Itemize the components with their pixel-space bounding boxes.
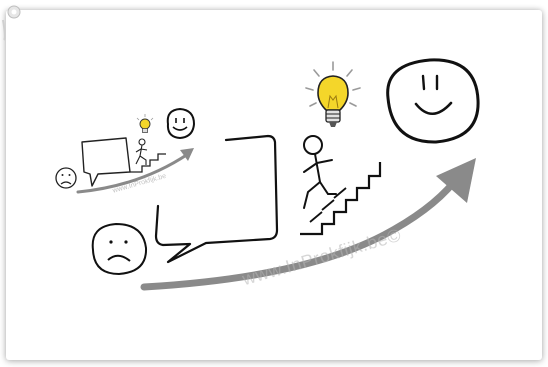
pin-icon <box>3 6 20 40</box>
thumbnail-illustration <box>56 109 194 192</box>
stick-figure-icon <box>304 136 336 208</box>
speech-bubble-icon <box>156 136 277 262</box>
small-speech-bubble-icon <box>82 138 130 186</box>
small-lightbulb-icon <box>137 114 153 133</box>
sad-face-icon <box>93 224 146 274</box>
small-sad-face-icon <box>56 168 76 188</box>
small-happy-face-icon <box>168 109 194 138</box>
happy-face-icon <box>388 60 478 142</box>
staircase-icon <box>300 162 380 234</box>
small-stick-figure-icon <box>136 139 147 165</box>
lightbulb-icon <box>306 62 360 127</box>
